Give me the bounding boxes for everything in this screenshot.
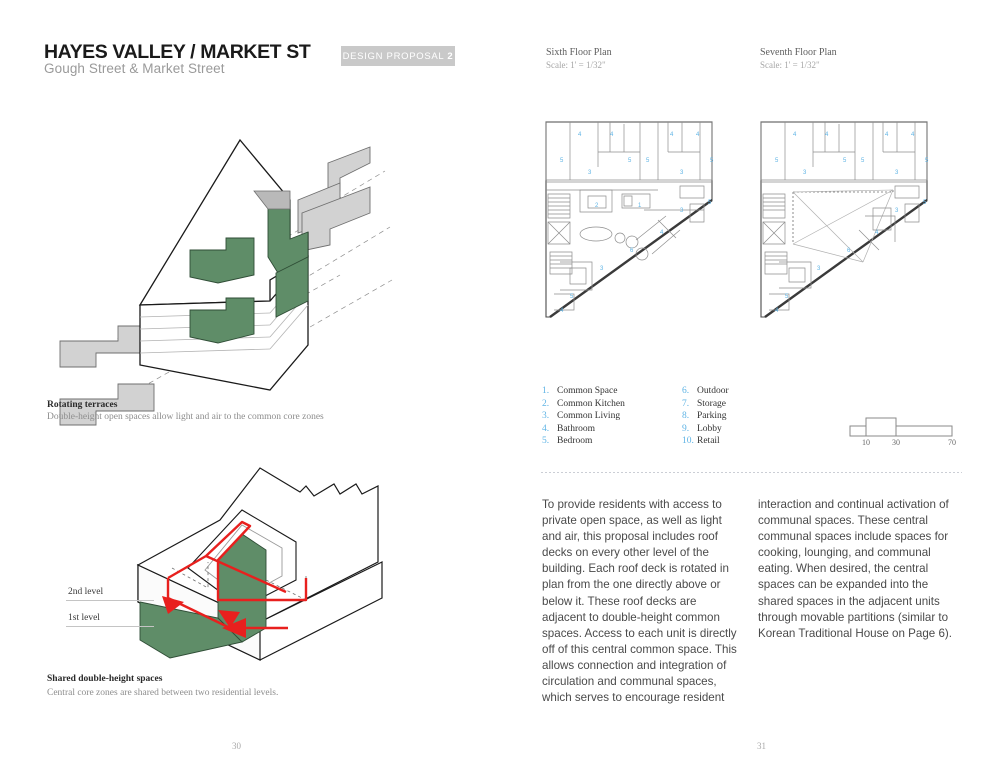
legend-number: 7. (682, 398, 690, 409)
svg-text:3: 3 (680, 208, 684, 214)
bottom-diagram-caption-sub: Central core zones are shared between tw… (47, 688, 279, 698)
body-text-right-column: interaction and continual activation of … (758, 498, 952, 640)
svg-text:4: 4 (696, 132, 700, 138)
legend-item: 9. Lobby (682, 424, 729, 434)
legend-item: 10. Retail (682, 436, 729, 446)
legend-label: Bedroom (557, 436, 593, 447)
svg-text:4: 4 (560, 308, 564, 314)
svg-text:3: 3 (817, 266, 821, 272)
svg-text:6: 6 (630, 248, 634, 254)
body-text-left-column: To provide residents with access to priv… (542, 498, 737, 705)
svg-text:5: 5 (925, 158, 929, 164)
svg-text:3: 3 (895, 208, 899, 214)
svg-text:5: 5 (628, 158, 632, 164)
legend-label: Bathroom (557, 423, 595, 434)
shared-spaces-diagram (136, 467, 383, 661)
svg-text:4: 4 (660, 230, 664, 236)
svg-text:5: 5 (785, 294, 789, 300)
svg-text:5: 5 (570, 294, 574, 300)
svg-text:2: 2 (595, 203, 599, 209)
legend-label: Common Living (557, 411, 621, 422)
legend-item: 7. Storage (682, 399, 729, 409)
scale-tick-30: 30 (892, 438, 900, 447)
svg-text:5: 5 (710, 158, 714, 164)
svg-text:4: 4 (911, 132, 915, 138)
legend-number: 3. (542, 411, 550, 422)
folio-left: 30 (232, 741, 241, 751)
svg-text:1: 1 (638, 203, 642, 209)
legend-label: Lobby (697, 423, 722, 434)
legend-number: 2. (542, 398, 550, 409)
svg-text:3: 3 (895, 170, 899, 176)
svg-text:3: 3 (803, 170, 807, 176)
svg-text:5: 5 (861, 158, 865, 164)
legend-item: 4. Bathroom (542, 424, 625, 434)
svg-text:3: 3 (600, 266, 604, 272)
top-diagram-caption-sub: Double-height open spaces allow light an… (47, 412, 324, 422)
plan-title-sixth: Sixth Floor Plan (546, 47, 612, 58)
seventh-floor-plan-drawing: 4 4 4 4 5 5 5 5 3 3 3 5 4 6 3 5 4 (760, 121, 929, 318)
legend-label: Common Kitchen (557, 398, 625, 409)
legend-number: 4. (542, 423, 550, 434)
svg-text:3: 3 (680, 170, 684, 176)
level-label-1st: 1st level (68, 613, 100, 623)
badge-number: 2 (447, 50, 454, 62)
legend-number: 6. (682, 386, 690, 396)
legend-item: 3. Common Living (542, 411, 625, 421)
legend-label: Retail (697, 436, 720, 447)
legend-item: 5. Bedroom (542, 436, 625, 446)
level-rule-1st (66, 626, 154, 627)
svg-text:5: 5 (708, 200, 712, 206)
legend-label: Storage (697, 398, 727, 409)
bottom-diagram-caption-title: Shared double-height spaces (47, 674, 163, 684)
svg-text:4: 4 (875, 230, 879, 236)
legend-label: Outdoor (697, 386, 729, 396)
svg-text:4: 4 (775, 308, 779, 314)
level-label-2nd: 2nd level (68, 587, 104, 597)
legend-label: Common Space (557, 386, 618, 396)
scale-tick-70: 70 (948, 438, 956, 447)
scale-tick-10: 10 (862, 438, 870, 447)
svg-text:4: 4 (670, 132, 674, 138)
legend-number: 9. (682, 423, 690, 434)
svg-text:5: 5 (923, 200, 927, 206)
svg-text:6: 6 (847, 248, 851, 254)
sixth-floor-plan-drawing: 4 4 4 4 5 5 5 5 3 3 2 1 3 5 4 6 3 5 4 (545, 121, 714, 318)
svg-text:3: 3 (588, 170, 592, 176)
svg-text:4: 4 (578, 132, 582, 138)
folio-right: 31 (757, 741, 766, 751)
legend-label: Parking (697, 411, 727, 422)
legend-item: 8. Parking (682, 411, 729, 421)
legend-number: 1. (542, 386, 550, 396)
legend-item: 1. Common Space (542, 386, 625, 396)
legend-number: 8. (682, 411, 690, 422)
svg-text:5: 5 (775, 158, 779, 164)
plan-title-seventh: Seventh Floor Plan (760, 47, 837, 58)
svg-text:5: 5 (560, 158, 564, 164)
plan-scale-sixth: Scale: 1' = 1/32" (546, 60, 606, 70)
svg-text:4: 4 (793, 132, 797, 138)
rotating-terraces-diagram (59, 138, 393, 426)
svg-text:5: 5 (843, 158, 847, 164)
legend-column-1: 1. Common Space 2. Common Kitchen 3. Com… (542, 386, 625, 449)
legend-number: 10. (682, 436, 694, 447)
badge-text: DESIGN PROPOSAL (342, 50, 445, 62)
scale-bar: 10 30 70 (849, 417, 956, 447)
page-title: HAYES VALLEY / MARKET ST (44, 41, 311, 63)
svg-text:5: 5 (646, 158, 650, 164)
svg-text:4: 4 (885, 132, 889, 138)
status-badge: DESIGN PROPOSAL 2 (341, 46, 455, 66)
section-divider (540, 472, 962, 473)
legend-number: 5. (542, 436, 550, 447)
legend-item: 6. Outdoor (682, 386, 729, 396)
svg-text:4: 4 (610, 132, 614, 138)
legend-column-2: 6. Outdoor 7. Storage 8. Parking 9. Lobb… (682, 386, 729, 449)
page-subtitle: Gough Street & Market Street (44, 61, 225, 76)
plan-scale-seventh: Scale: 1' = 1/32" (760, 60, 820, 70)
level-rule-2nd (66, 600, 154, 601)
top-diagram-caption-title: Rotating terraces (47, 400, 118, 410)
svg-text:4: 4 (825, 132, 829, 138)
legend-item: 2. Common Kitchen (542, 399, 625, 409)
